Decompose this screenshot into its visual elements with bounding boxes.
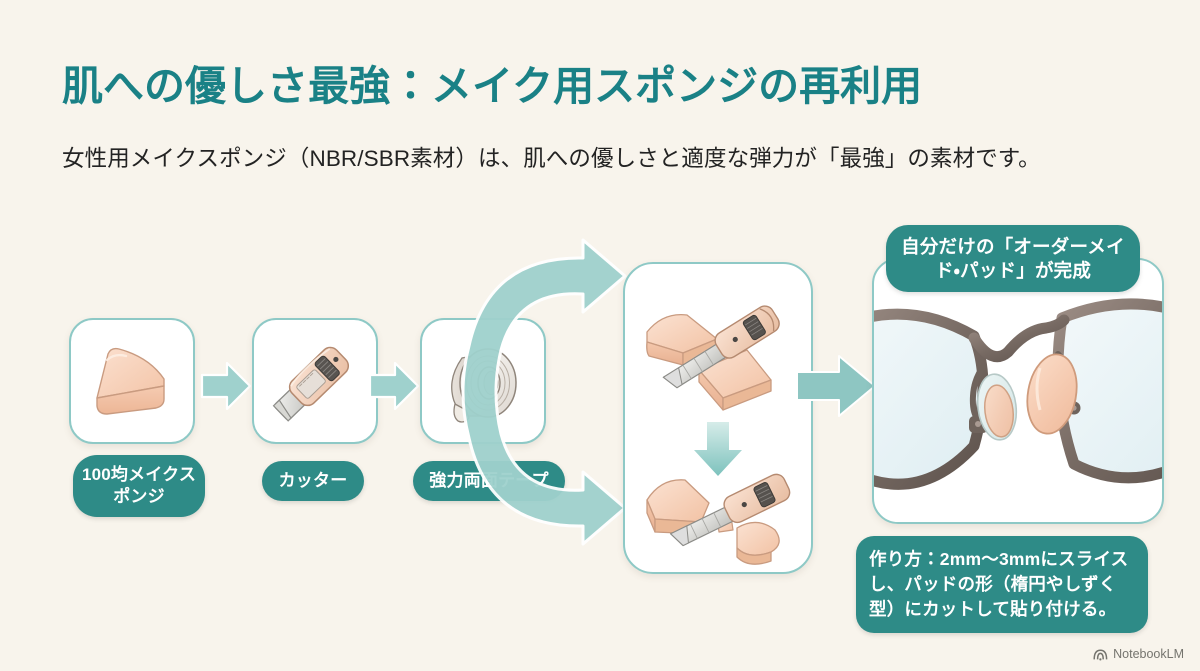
material-label-sponge: 100均メイクスポンジ (73, 455, 205, 517)
notebooklm-logo-icon (1093, 648, 1108, 660)
page-title: 肌への優しさ最強：メイク用スポンジの再利用 (62, 63, 923, 109)
watermark-label: NotebookLM (1113, 647, 1184, 661)
material-card-cutter (252, 318, 378, 444)
eyeglasses-nose-pad-icon (874, 298, 1162, 490)
tape-roll-icon (451, 348, 517, 423)
material-card-tape (420, 318, 546, 444)
arrow-right-icon-1 (200, 358, 252, 414)
result-card-glasses (872, 258, 1164, 524)
box-cutter-icon (272, 346, 350, 422)
process-card-cutting (623, 262, 813, 574)
howto-caption: 作り方：2mm〜3mmにスライスし、パッドの形（楕円やしずく型）にカットして貼り… (856, 536, 1148, 633)
material-label-tape: 強力両面テープ (413, 461, 565, 501)
sponge-cutting-steps-icon (646, 305, 791, 565)
material-card-sponge (69, 318, 195, 444)
notebooklm-watermark: NotebookLM (1093, 647, 1184, 661)
arrow-down-icon (694, 422, 742, 476)
makeup-sponge-icon (96, 347, 165, 415)
page-subtitle: 女性用メイクスポンジ（NBR/SBR素材）は、肌への優しさと適度な弾力が「最強」… (62, 146, 1041, 171)
material-label-cutter: カッター (262, 461, 364, 501)
result-badge: 自分だけの「オーダーメイド・パッド」が完成 (886, 225, 1140, 293)
